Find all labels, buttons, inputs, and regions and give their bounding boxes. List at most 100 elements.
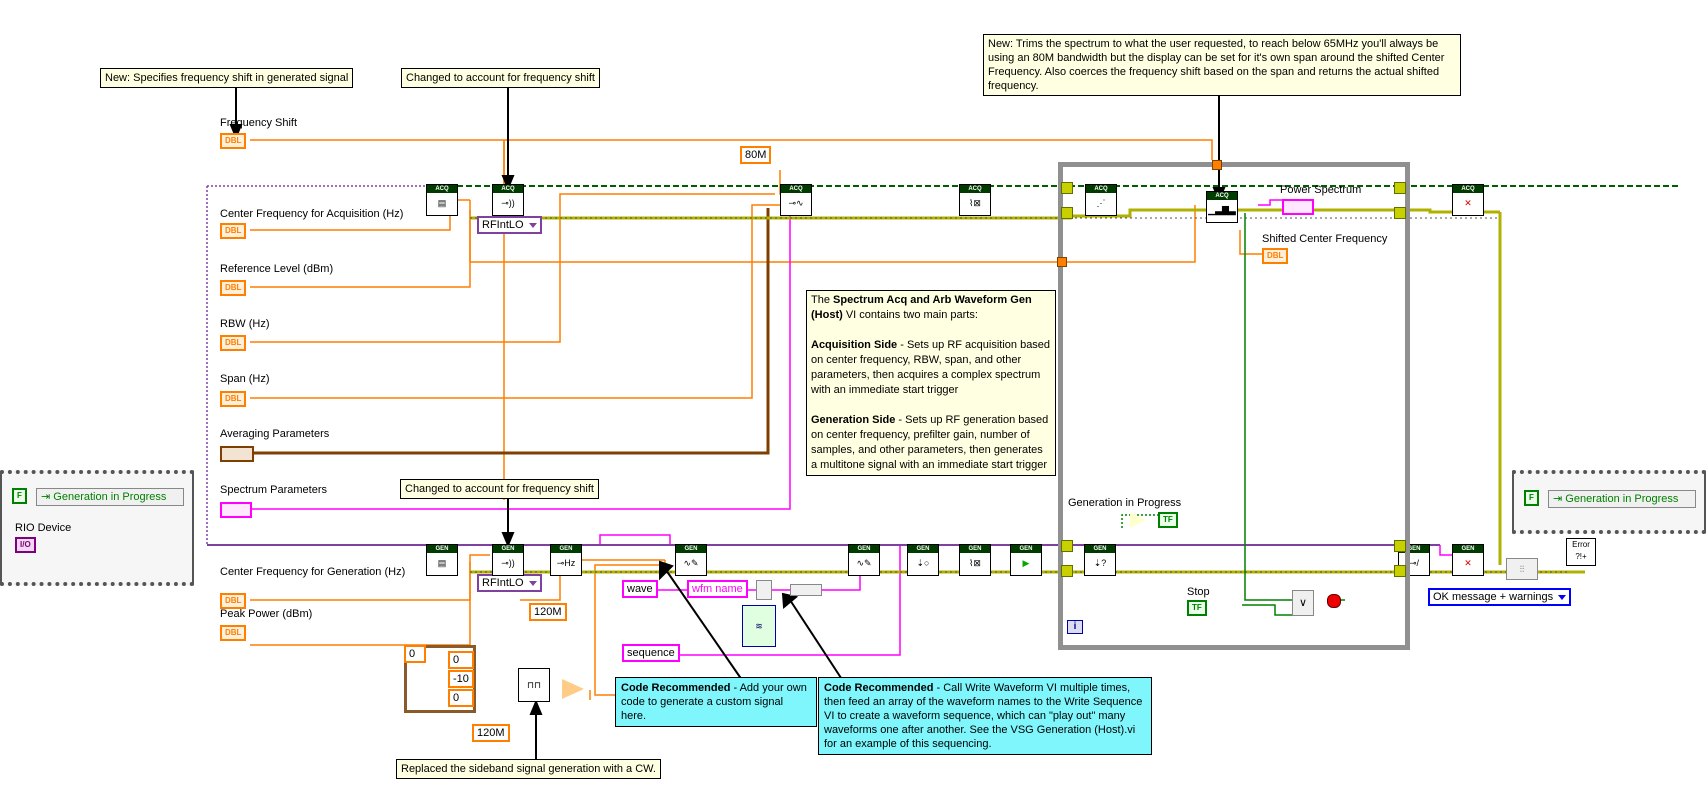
acq-configure-spectrum-vi[interactable]: ACQ ⊸∿: [780, 184, 812, 216]
label-rbw: RBW (Hz): [220, 318, 270, 330]
tip-right-title: Code Recommended: [824, 682, 934, 694]
fetch-spectrum-icon: ▁▃▇▃: [1208, 205, 1236, 215]
property-arrow-icon: ⇥: [41, 491, 51, 503]
terminal-rbw[interactable]: DBL: [220, 335, 247, 351]
cw-array-value-3[interactable]: 0: [448, 689, 474, 707]
chevron-down-icon: [528, 581, 537, 586]
gen-header: GEN: [1399, 545, 1429, 553]
acq-configure-lo-vi[interactable]: ACQ ⊸)): [492, 184, 524, 216]
indicator-power-spectrum: [1282, 199, 1314, 215]
cw-array-value-1[interactable]: 0: [448, 651, 474, 669]
terminal-span[interactable]: DBL: [220, 391, 247, 407]
initiate-icon: ⋰: [1096, 198, 1106, 208]
gen-header: GEN: [493, 545, 523, 553]
cw-array-index[interactable]: 0: [404, 645, 426, 663]
acq-close-vi[interactable]: ACQ ✕: [1452, 184, 1484, 216]
terminal-reference-level[interactable]: DBL: [220, 280, 247, 296]
tip-right-text: - Call Write Waveform VI multiple times,…: [824, 682, 1143, 750]
acq-header: ACQ: [1453, 185, 1483, 193]
tone-generator-icon: ⊓⊓: [526, 680, 542, 690]
acq-header: ACQ: [960, 185, 990, 193]
not-function-icon[interactable]: [1130, 512, 1146, 528]
property-node-gen-in-progress-right[interactable]: ⇥ Generation in Progress: [1548, 490, 1696, 508]
tunnel-center-freq: [1057, 257, 1067, 267]
gen-check-status-vi[interactable]: GEN ⇣?: [1084, 544, 1116, 576]
acq-open-vi[interactable]: ACQ ▤: [426, 184, 458, 216]
desc-intro-post: VI contains two main parts:: [842, 309, 978, 321]
while-loop: [1058, 162, 1410, 650]
enum-error-mode[interactable]: OK message + warnings: [1428, 588, 1572, 606]
terminal-averaging[interactable]: [220, 446, 254, 462]
gen-write-waveform-vi[interactable]: GEN ∿✎: [675, 544, 707, 576]
commit-icon: ⌇⊠: [969, 198, 981, 208]
check-status-icon: ⇣?: [1093, 558, 1107, 568]
enum-rf-int-lo-gen-label: RFIntLO: [482, 577, 524, 589]
acq-fetch-spectrum-vi[interactable]: ACQ ▁▃▇▃: [1206, 191, 1238, 223]
constant-120m-gen[interactable]: 120M: [529, 603, 567, 621]
acq-commit-vi[interactable]: ACQ ⌇⊠: [959, 184, 991, 216]
acq-initiate-vi[interactable]: ACQ ⋰: [1085, 184, 1117, 216]
constant-80m[interactable]: 80M: [740, 146, 772, 164]
terminal-spectrum-params[interactable]: [220, 502, 252, 518]
stop-button-icon[interactable]: [1327, 594, 1341, 608]
desc-intro-bold: Spectrum Acq and Arb Waveform Gen (Host): [811, 294, 1032, 321]
rf-config-icon: ⊸)): [501, 198, 515, 208]
acq-header: ACQ: [493, 185, 523, 193]
label-power-spectrum: Power Spectrum: [1280, 184, 1362, 196]
property-label-right: Generation in Progress: [1565, 493, 1679, 505]
string-sequence[interactable]: sequence: [622, 644, 680, 662]
gen-commit-vi[interactable]: GEN ⌇⊠: [959, 544, 991, 576]
note-changed-acquisition: Changed to account for frequency shift: [401, 68, 600, 88]
chevron-down-icon: [528, 223, 537, 228]
note-replaced-cw: Replaced the sideband signal generation …: [396, 759, 661, 779]
write-sequence-icon: ∿✎: [856, 558, 872, 568]
tone-generator-vi[interactable]: ⊓⊓: [518, 668, 550, 702]
gen-configure-rate-vi[interactable]: GEN ⊸Hz: [550, 544, 582, 576]
label-center-freq-gen: Center Frequency for Generation (Hz): [220, 566, 406, 578]
gen-close-vi[interactable]: GEN ✕: [1452, 544, 1484, 576]
label-shifted-center-freq: Shifted Center Frequency: [1262, 233, 1388, 245]
terminal-center-freq-gen[interactable]: DBL: [220, 593, 247, 609]
gen-open-vi[interactable]: GEN ▤: [426, 544, 458, 576]
build-array-node[interactable]: [756, 580, 772, 600]
write-waveform-icon: ∿✎: [683, 558, 699, 568]
terminal-peak-power[interactable]: DBL: [220, 625, 247, 641]
loop-iteration-icon: i: [1067, 620, 1083, 634]
constant-false-right[interactable]: F: [1524, 490, 1539, 506]
shift-register-left-top: [1061, 182, 1073, 194]
gen-header: GEN: [960, 545, 990, 553]
enum-rf-int-lo-acq[interactable]: RFIntLO: [477, 216, 542, 234]
error-handler-icon[interactable]: Error?!+: [1566, 538, 1596, 566]
terminal-frequency-shift[interactable]: DBL: [220, 133, 247, 149]
or-function-icon[interactable]: ∨: [1292, 590, 1314, 616]
generate-waveform-subvi[interactable]: ≋: [742, 605, 776, 647]
acq-header: ACQ: [1086, 185, 1116, 193]
gen-configure-lo-vi[interactable]: GEN ⊸)): [492, 544, 524, 576]
cw-array-value-2[interactable]: -10: [448, 670, 474, 688]
terminal-center-freq-acq[interactable]: DBL: [220, 223, 247, 239]
vi-description: The Spectrum Acq and Arb Waveform Gen (H…: [806, 290, 1056, 476]
gen-select-sequence-vi[interactable]: GEN ⇣○: [907, 544, 939, 576]
multiply-function-icon[interactable]: [562, 679, 584, 699]
shift-register-left-gen-bottom: [1061, 565, 1073, 577]
property-label-left: Generation in Progress: [53, 491, 167, 503]
string-wave[interactable]: wave: [622, 580, 658, 598]
label-stop: Stop: [1187, 586, 1210, 598]
gen-initiate-vi[interactable]: GEN ▶: [1010, 544, 1042, 576]
control-stop[interactable]: TF: [1187, 600, 1207, 616]
constant-120m-cw[interactable]: 120M: [472, 724, 510, 742]
merge-errors-node[interactable]: ⫶⫶: [1506, 558, 1538, 580]
open-session-icon: ▤: [437, 558, 447, 568]
enum-rf-int-lo-gen[interactable]: RFIntLO: [477, 574, 542, 592]
property-node-gen-in-progress-left[interactable]: ⇥ Generation in Progress: [36, 488, 184, 506]
terminal-rio-device[interactable]: I/O: [15, 537, 36, 553]
gen-write-sequence-vi[interactable]: GEN ∿✎: [848, 544, 880, 576]
indicator-gen-in-progress: TF: [1158, 512, 1178, 528]
string-wfm-name[interactable]: wfm name: [687, 580, 748, 598]
concat-strings-node[interactable]: [790, 584, 822, 596]
note-frequency-shift: New: Specifies frequency shift in genera…: [100, 68, 354, 88]
constant-false-left[interactable]: F: [12, 488, 27, 504]
label-rio-device: RIO Device: [15, 522, 72, 534]
desc-acq-title: Acquisition Side: [811, 339, 898, 351]
